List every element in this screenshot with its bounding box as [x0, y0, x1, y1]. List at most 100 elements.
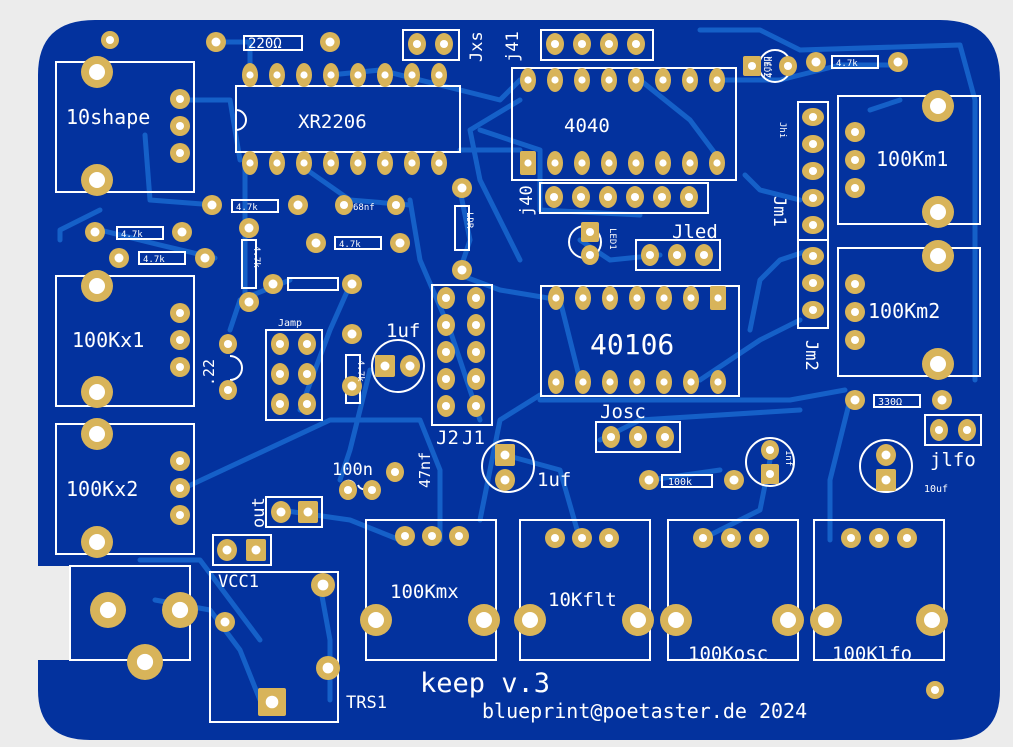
pad-hole	[244, 297, 254, 307]
pad-hole	[659, 159, 667, 167]
pad-hole	[246, 159, 254, 167]
pad-hole	[633, 378, 641, 386]
pad-hole	[441, 374, 451, 384]
pad-hole	[408, 159, 416, 167]
pad-hole	[391, 200, 401, 210]
pad-hole	[657, 192, 667, 202]
pad-hole	[303, 507, 313, 517]
r47c-label: 4.7k	[143, 255, 165, 265]
pad-hole	[435, 159, 443, 167]
pad-hole	[471, 401, 481, 411]
pot-100kx1-label: 100Kx1	[72, 328, 144, 352]
header-outlines	[209, 29, 982, 723]
pot-10kflt-label: 10Kflt	[548, 589, 617, 611]
pad-hole	[552, 378, 560, 386]
pad-hole	[177, 227, 187, 237]
pad-hole	[808, 220, 818, 230]
pad-hole	[390, 467, 400, 477]
pad-hole	[699, 250, 709, 260]
r47g-label: 4.7k	[355, 360, 365, 382]
c22-label: .22	[200, 359, 218, 386]
pad-hole	[579, 378, 587, 386]
pad-hole	[659, 76, 667, 84]
pad-hole	[343, 485, 353, 495]
pad-hole	[881, 450, 891, 460]
jxs-label: Jxs	[467, 31, 487, 62]
j41-label: j41	[503, 31, 523, 62]
pad-hole	[500, 475, 510, 485]
pad-hole	[930, 685, 940, 695]
pad-hole	[317, 579, 329, 591]
pad-hole	[524, 76, 532, 84]
pad-hole	[585, 227, 595, 237]
pad-hole	[405, 361, 415, 371]
pad-hole	[962, 425, 972, 435]
jm2-label: Jm2	[801, 340, 821, 371]
r47f-label: 4.7k	[251, 246, 261, 268]
pad-hole	[302, 399, 312, 409]
trs-label: TRS1	[346, 693, 387, 713]
pad-hole	[347, 279, 357, 289]
pad-hole	[171, 601, 189, 619]
pot-100km2: 100Km2	[837, 240, 981, 380]
pad-hole	[136, 653, 154, 671]
pad-hole	[441, 401, 451, 411]
pad-hole	[808, 305, 818, 315]
pad-hole	[729, 475, 739, 485]
pad-hole	[713, 76, 721, 84]
pad-hole	[293, 200, 303, 210]
pad-hole	[439, 39, 449, 49]
led2-label: LED2	[761, 56, 771, 78]
pad-hole	[354, 159, 362, 167]
pad-hole	[577, 39, 587, 49]
pad-hole	[811, 57, 821, 67]
pad-hole	[265, 695, 279, 709]
pad-hole	[632, 76, 640, 84]
pad-hole	[222, 545, 232, 555]
c68-label: 68nf	[353, 203, 375, 213]
jhi-label: Jhi	[777, 122, 787, 138]
pot-10kflt: 10Kflt	[514, 519, 654, 661]
pad-hole	[783, 61, 793, 71]
pot-100kx1: 100Kx1	[55, 270, 195, 408]
pad-hole	[105, 35, 115, 45]
pad-hole	[585, 250, 595, 260]
c1uf-a-label: 1uf	[386, 320, 420, 342]
led1-label: LED1	[607, 228, 617, 250]
pot-100kmx: 100Kmx	[360, 519, 500, 661]
pad-hole	[207, 200, 217, 210]
pad-hole	[765, 445, 775, 455]
pad-hole	[713, 159, 721, 167]
pad-hole	[246, 71, 254, 79]
pad-hole	[644, 475, 654, 485]
pad-hole	[471, 293, 481, 303]
pad-hole	[302, 339, 312, 349]
pad-hole	[311, 238, 321, 248]
pad-hole	[660, 378, 668, 386]
pad-hole	[603, 192, 613, 202]
r47e-label: 4.7k	[836, 59, 858, 69]
c1uf-b-label: 1uf	[537, 469, 571, 491]
pot-10shape: 10shape	[55, 56, 195, 196]
pad-hole	[937, 395, 947, 405]
pad-hole	[500, 450, 510, 460]
pad-hole	[893, 57, 903, 67]
pad-hole	[441, 347, 451, 357]
pad-hole	[457, 183, 467, 193]
pad-hole	[633, 432, 643, 442]
pad-hole	[327, 71, 335, 79]
out-label: out	[249, 497, 269, 528]
pad-hole	[631, 39, 641, 49]
pad-hole	[99, 601, 117, 619]
pad-hole	[244, 223, 254, 233]
pad-hole	[808, 278, 818, 288]
pad-hole	[275, 369, 285, 379]
pad-hole	[322, 662, 334, 674]
pad-hole	[604, 39, 614, 49]
pad-hole	[687, 294, 695, 302]
pad-hole	[632, 159, 640, 167]
pad-hole	[211, 37, 221, 47]
r47a-label: 4.7k	[236, 203, 258, 213]
resistor-outlines	[116, 35, 921, 488]
